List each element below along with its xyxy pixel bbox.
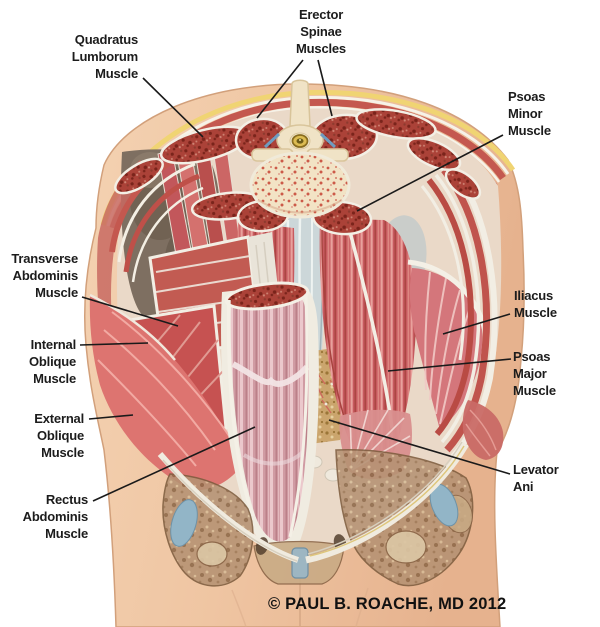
label-rectus-abdominis: Rectus Abdominis Muscle — [22, 492, 89, 541]
vertebral-body — [249, 151, 351, 219]
cross-section-muscles — [114, 108, 482, 236]
vertebra — [249, 79, 351, 219]
leader-transverse-abdominis — [81, 296, 179, 327]
label-quadratus-lumborum: Quadratus Lumborum Muscle — [71, 32, 138, 81]
label-external-oblique: External Oblique Muscle — [34, 411, 84, 460]
copyright-text: © PAUL B. ROACHE, MD 2012 — [268, 595, 507, 613]
label-psoas-major: Psoas Major Muscle — [513, 349, 556, 398]
leader-rectus-abdominis — [92, 426, 256, 502]
rectus-cut-surface — [224, 281, 310, 311]
leader-external-oblique — [88, 414, 134, 420]
psoas-minor-tendon — [348, 231, 394, 429]
label-transverse-abdominis: Transverse Abdominis Muscle — [11, 251, 78, 300]
leader-psoas-major — [387, 358, 512, 372]
leader-quadratus-lumborum — [142, 77, 204, 138]
label-levator-ani: Levator Ani — [513, 462, 559, 494]
spinous-process — [289, 79, 311, 127]
label-erector-spinae: Erector Spinae Muscles — [296, 7, 346, 56]
leader-iliacus — [442, 313, 511, 335]
leader-lines — [79, 59, 512, 502]
cartilage-left — [170, 499, 198, 547]
label-psoas-minor: Psoas Minor Muscle — [508, 89, 551, 138]
inguinal-ligaments — [157, 441, 470, 564]
rectus-abdominis — [221, 281, 319, 555]
leader-erector-spinae-right — [317, 59, 333, 117]
right-hip-muscle — [462, 400, 504, 460]
leader-internal-oblique — [79, 342, 149, 346]
label-internal-oblique: Internal Oblique Muscle — [29, 337, 76, 386]
leader-erector-spinae-left — [256, 59, 304, 119]
pubic-symphysis — [291, 547, 309, 579]
leader-psoas-minor — [356, 134, 504, 212]
label-iliacus: Iliacus Muscle — [514, 288, 557, 320]
leader-levator-ani — [328, 419, 511, 475]
